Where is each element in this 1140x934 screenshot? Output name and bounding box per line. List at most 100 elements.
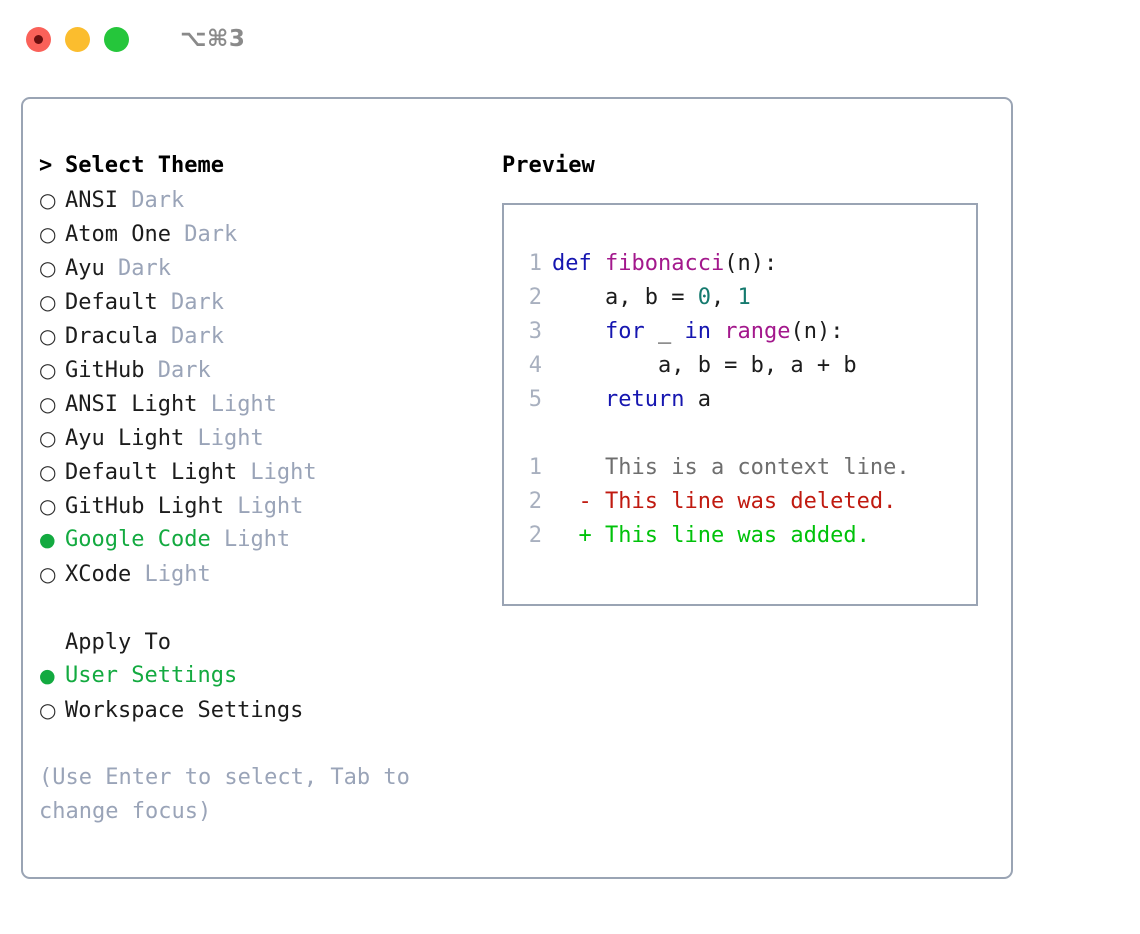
theme-name-label: ANSI — [65, 188, 118, 213]
theme-name-label: Ayu — [65, 256, 105, 281]
theme-list-item[interactable]: ○ GitHub Light Light — [39, 489, 469, 523]
line-number: 1 — [528, 251, 542, 276]
theme-variant-label: Light — [223, 494, 304, 519]
radio-unselected-icon[interactable]: ○ — [39, 460, 57, 484]
radio-unselected-icon[interactable]: ○ — [39, 188, 57, 212]
code-token — [552, 319, 605, 344]
select-theme-heading: > Select Theme — [39, 149, 469, 183]
code-token — [552, 387, 605, 412]
code-token: a, b = — [552, 285, 698, 310]
radio-selected-icon[interactable]: ● — [39, 529, 56, 551]
radio-unselected-icon[interactable]: ○ — [39, 698, 57, 722]
code-token: _ — [644, 319, 685, 344]
line-number: 2 — [528, 523, 542, 548]
line-number: 2 — [528, 285, 542, 310]
radio-unselected-icon[interactable]: ○ — [39, 358, 57, 382]
theme-variant-label: Light — [197, 392, 277, 417]
diff-text: This is a context line. — [604, 455, 910, 480]
theme-list-item[interactable]: ○Atom One Dark — [39, 217, 469, 251]
code-token: def — [552, 251, 592, 276]
code-token: a — [684, 387, 711, 412]
spacer-icon: ○ — [39, 625, 65, 659]
dialog-panel: >Select Theme ○ANSI Dark○Atom One Dark○A… — [21, 97, 1013, 879]
code-token: 1 — [737, 285, 751, 310]
theme-variant-label: Light — [184, 426, 264, 451]
theme-name-label: ANSI Light — [65, 392, 198, 417]
apply-to-option[interactable]: ○ Workspace Settings — [39, 693, 469, 727]
apply-to-option-label: Workspace Settings — [65, 698, 304, 723]
radio-unselected-icon[interactable]: ○ — [39, 324, 57, 348]
theme-list-item[interactable]: ○ Default Light Light — [39, 455, 469, 489]
theme-variant-label: Light — [237, 460, 317, 485]
theme-list-item[interactable]: ○ ANSI Light Light — [39, 387, 469, 421]
theme-list-item[interactable]: ○ Default Dark — [39, 285, 469, 319]
radio-unselected-icon[interactable]: ○ — [39, 562, 57, 586]
apply-to-option[interactable]: ●User Settings — [39, 659, 469, 693]
code-token: for — [604, 319, 645, 344]
theme-variant-label: Light — [210, 527, 291, 552]
diff-sign: + — [552, 523, 605, 548]
line-number: 5 — [528, 387, 542, 412]
apply-to-list: ●User Settings ○ Workspace Settings — [39, 659, 469, 727]
theme-name-label: XCode — [65, 562, 132, 587]
code-token: fibonacci — [605, 251, 725, 276]
minimize-button[interactable] — [65, 26, 90, 52]
theme-variant-label: Dark — [170, 222, 238, 247]
line-number: 2 — [528, 489, 542, 514]
theme-list-item[interactable]: ○XCode Light — [39, 557, 469, 591]
line-number: 3 — [528, 319, 542, 344]
theme-list: ○ANSI Dark○Atom One Dark○Ayu Dark○Defaul… — [39, 183, 469, 591]
radio-unselected-icon[interactable]: ○ — [39, 222, 57, 246]
theme-name-label: Ayu Light — [65, 426, 185, 451]
code-token: (n): — [790, 319, 844, 344]
theme-name-label: Default — [65, 290, 158, 315]
line-number: 1 — [528, 455, 542, 480]
code-token: a, b = b, a + b — [552, 353, 857, 378]
theme-list-item[interactable]: ○ Dracula Dark — [39, 319, 469, 353]
theme-variant-label: Dark — [104, 256, 171, 281]
maximize-button[interactable] — [104, 26, 129, 52]
title-bar: ⌥⌘3 — [0, 0, 1140, 78]
close-button[interactable] — [26, 26, 51, 52]
caret-icon: > — [39, 153, 53, 178]
code-line: 1 def fibonacci(n): — [516, 247, 972, 281]
diff-sign — [552, 455, 605, 480]
code-line: 4 a, b = b, a + b — [516, 349, 972, 383]
diff-line: 2 + This line was added. — [516, 519, 972, 553]
theme-list-item[interactable]: ○GitHub Dark — [39, 353, 469, 387]
theme-list-item[interactable]: ●Google Code Light — [39, 523, 469, 557]
apply-to-heading: ○Apply To — [39, 625, 469, 659]
diff-line: 1 This is a context line. — [516, 451, 972, 485]
diff-text: This line was deleted. — [604, 489, 897, 514]
theme-name-label: Dracula — [65, 324, 158, 349]
radio-unselected-icon[interactable]: ○ — [39, 426, 57, 450]
theme-list-item[interactable]: ○ Ayu Dark — [39, 251, 469, 285]
radio-unselected-icon[interactable]: ○ — [39, 290, 57, 314]
code-line: 2 a, b = 0, 1 — [516, 281, 972, 315]
radio-unselected-icon[interactable]: ○ — [39, 392, 57, 416]
select-theme-heading-label: Select Theme — [65, 153, 224, 178]
theme-name-label: GitHub Light — [65, 494, 224, 519]
theme-variant-label: Dark — [157, 324, 224, 349]
radio-selected-icon[interactable]: ● — [39, 665, 56, 687]
code-token — [592, 251, 605, 276]
theme-variant-label: Dark — [157, 290, 224, 315]
theme-name-label: Default Light — [65, 460, 238, 485]
theme-list-item[interactable]: ○ Ayu Light Light — [39, 421, 469, 455]
radio-unselected-icon[interactable]: ○ — [39, 256, 57, 280]
code-line: 5 return a — [516, 383, 972, 417]
theme-list-item[interactable]: ○ANSI Dark — [39, 183, 469, 217]
hint-text: (Use Enter to select, Tab to change focu… — [39, 765, 424, 824]
code-token: (n): — [724, 251, 778, 276]
radio-unselected-icon[interactable]: ○ — [39, 494, 57, 518]
code-token: range — [724, 319, 791, 344]
code-line: 3 for _ in range(n): — [516, 315, 972, 349]
theme-picker-column: >Select Theme ○ANSI Dark○Atom One Dark○A… — [39, 149, 469, 829]
code-token: 0 — [697, 285, 711, 310]
line-number: 4 — [528, 353, 542, 378]
diff-sample: 1 This is a context line.2 - This line w… — [516, 451, 972, 553]
theme-name-label: GitHub — [65, 358, 145, 383]
